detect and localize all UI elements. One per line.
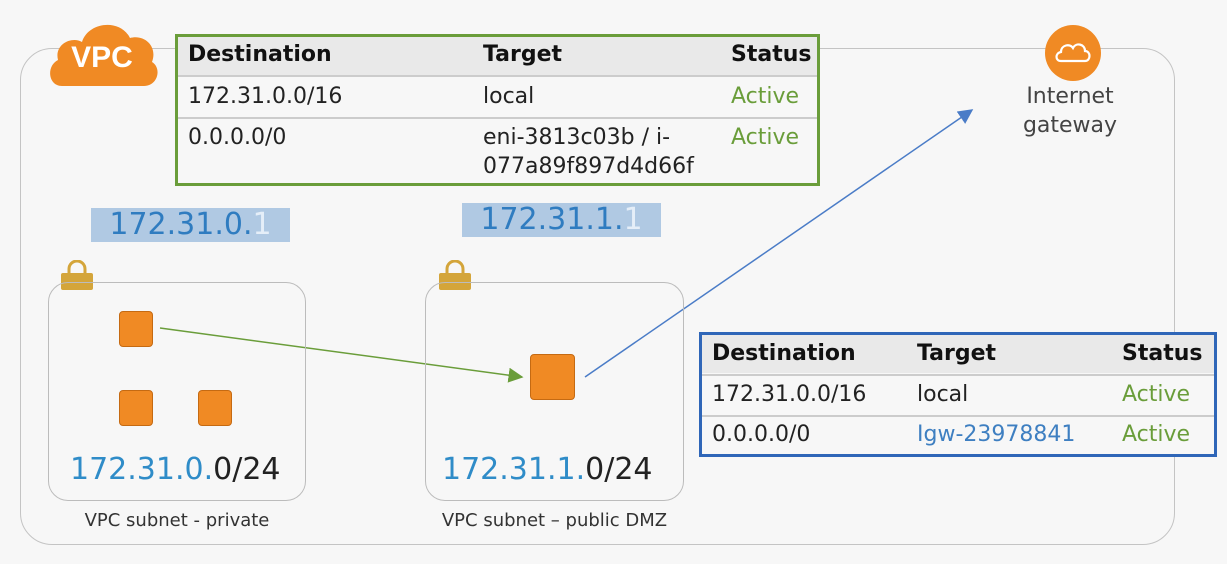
row-target-line2: 077a89f897d4d66f — [483, 154, 694, 179]
route-table-header: Destination Target Status — [702, 335, 1214, 373]
router-ip-public: 172.31.1.1 — [462, 203, 661, 237]
route-table-private: Destination Target Status 172.31.0.0/16 … — [175, 34, 820, 186]
subnet-cidr-private: 172.31.0.0/24 — [70, 452, 281, 487]
vpc-cloud-icon — [50, 24, 158, 87]
lock-icon — [60, 259, 94, 290]
table-row: 172.31.0.0/16 local Active — [702, 376, 1214, 415]
lock-icon — [438, 259, 472, 290]
header-destination: Destination — [712, 341, 856, 366]
table-row: 0.0.0.0/0 eni-3813c03b / i- 077a89f897d4… — [178, 119, 817, 185]
row-divider — [178, 75, 817, 77]
subnet-cidr-public: 172.31.1.0/24 — [442, 452, 653, 487]
row-status: Active — [1122, 382, 1191, 407]
row-target: local — [483, 84, 535, 109]
router-ip-suffix: 1 — [252, 207, 272, 242]
row-destination: 172.31.0.0/16 — [188, 84, 343, 109]
row-destination: 0.0.0.0/0 — [712, 422, 811, 447]
cloud-icon — [1045, 25, 1101, 81]
instance-icon — [530, 354, 575, 400]
row-divider — [702, 374, 1214, 376]
cidr-prefix: 172.31.0. — [70, 452, 214, 487]
row-target-line1: eni-3813c03b / i- — [483, 125, 671, 150]
instance-icon — [198, 390, 232, 426]
vpc-badge: VPC — [44, 14, 160, 92]
instance-icon — [119, 390, 153, 426]
igw-label-line2: gateway — [1022, 113, 1118, 138]
vpc-badge-label: VPC — [71, 41, 133, 74]
header-target: Target — [483, 42, 563, 67]
header-status: Status — [731, 42, 812, 67]
router-ip-prefix: 172.31.1. — [480, 202, 624, 237]
subnet-private — [48, 282, 306, 501]
row-destination: 0.0.0.0/0 — [188, 125, 287, 150]
route-table-public: Destination Target Status 172.31.0.0/16 … — [699, 332, 1217, 457]
header-target: Target — [917, 341, 997, 366]
table-row: 0.0.0.0/0 Igw-23978841 Active — [702, 417, 1214, 455]
subnet-caption-public: VPC subnet – public DMZ — [441, 510, 668, 531]
route-table-header: Destination Target Status — [178, 37, 817, 75]
igw-label-line1: Internet — [1026, 84, 1114, 109]
cidr-suffix: 0/24 — [585, 452, 653, 487]
header-status: Status — [1122, 341, 1203, 366]
router-ip-suffix: 1 — [623, 202, 643, 237]
subnet-caption-private: VPC subnet - private — [84, 510, 270, 531]
header-destination: Destination — [188, 42, 332, 67]
row-target: local — [917, 382, 969, 407]
row-status: Active — [731, 84, 800, 109]
cidr-suffix: 0/24 — [213, 452, 281, 487]
row-divider — [178, 117, 817, 119]
router-ip-prefix: 172.31.0. — [109, 207, 253, 242]
table-row: 172.31.0.0/16 local Active — [178, 77, 817, 117]
internet-gateway-icon — [1044, 24, 1102, 82]
row-destination: 172.31.0.0/16 — [712, 382, 867, 407]
row-status: Active — [1122, 422, 1191, 447]
instance-icon — [119, 311, 153, 347]
row-divider — [702, 415, 1214, 417]
row-status: Active — [731, 125, 800, 150]
cidr-prefix: 172.31.1. — [442, 452, 586, 487]
router-ip-private: 172.31.0.1 — [91, 208, 290, 242]
internet-gateway-label: Internet gateway — [995, 82, 1145, 140]
row-target: Igw-23978841 — [917, 422, 1076, 447]
subnet-public — [425, 282, 684, 501]
